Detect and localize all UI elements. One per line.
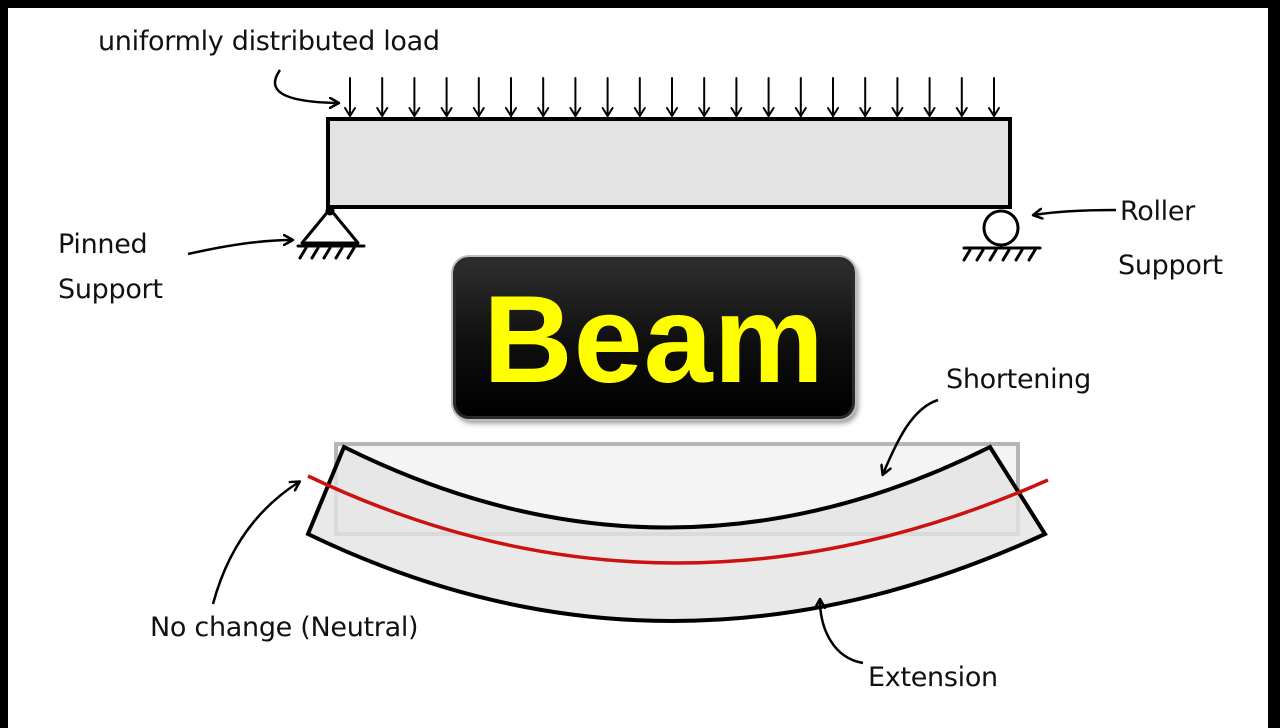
roller-label-line2: Support — [1118, 250, 1223, 281]
load-down-arrow-icon — [794, 77, 807, 118]
pinned-label-line2: Support — [58, 274, 163, 305]
extension-label: Extension — [868, 662, 998, 693]
load-down-arrow-icon — [891, 77, 904, 118]
pinned-pointer-arrow — [187, 240, 292, 256]
load-arrows — [344, 77, 1000, 118]
pinned-support-icon — [296, 206, 366, 260]
load-down-arrow-icon — [730, 77, 743, 118]
roller-label-line1: Roller — [1120, 196, 1196, 227]
load-down-arrow-icon — [537, 77, 550, 118]
load-down-arrow-icon — [440, 77, 453, 118]
load-down-arrow-icon — [988, 77, 1000, 118]
load-down-arrow-icon — [601, 77, 614, 118]
beam-diagram: uniformly distributed load Pinned Suppor… — [58, 26, 1223, 693]
load-down-arrow-icon — [505, 77, 517, 118]
load-down-arrow-icon — [376, 77, 389, 118]
shortening-label: Shortening — [946, 364, 1091, 395]
load-pointer-arrow — [273, 69, 338, 103]
roller-pointer-arrow — [1034, 210, 1117, 215]
load-down-arrow-icon — [859, 77, 872, 118]
neutral-label: No change (Neutral) — [150, 612, 418, 643]
neutral-pointer-arrow — [211, 482, 299, 605]
extension-pointer-arrow — [820, 600, 864, 665]
title-text: Beam — [483, 271, 825, 409]
neutral-axis-line — [307, 474, 1049, 565]
load-down-arrow-icon — [633, 77, 646, 118]
load-down-arrow-icon — [923, 77, 936, 118]
roller-support-icon — [962, 209, 1042, 262]
diagram-canvas: uniformly distributed load Pinned Suppor… — [8, 8, 1268, 728]
load-down-arrow-icon — [569, 77, 582, 118]
straight-beam — [326, 117, 1012, 209]
load-down-arrow-icon — [955, 77, 968, 118]
load-down-arrow-icon — [408, 77, 421, 118]
title-badge: Beam — [453, 257, 855, 419]
shortening-pointer-arrow — [883, 398, 939, 474]
load-label: uniformly distributed load — [98, 26, 440, 57]
bent-beam — [305, 444, 1048, 623]
pinned-label-line1: Pinned — [58, 229, 147, 260]
load-down-arrow-icon — [666, 77, 678, 118]
load-down-arrow-icon — [344, 77, 356, 118]
load-down-arrow-icon — [472, 77, 485, 118]
load-down-arrow-icon — [827, 77, 839, 118]
load-down-arrow-icon — [698, 77, 711, 118]
load-down-arrow-icon — [762, 77, 775, 118]
